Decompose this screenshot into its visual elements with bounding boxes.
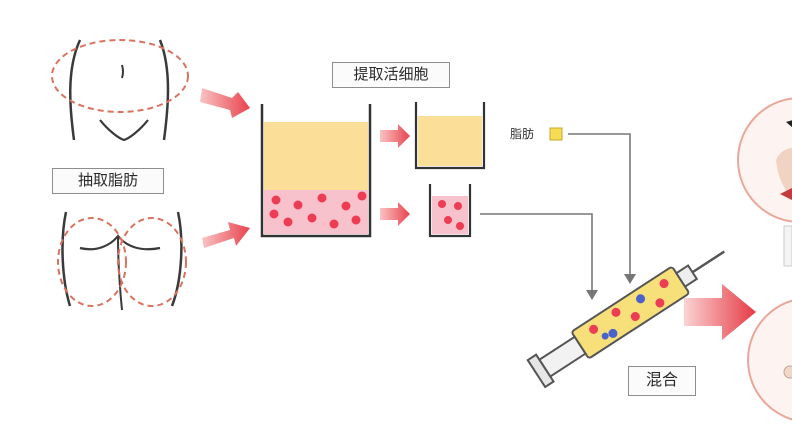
syringe-icon bbox=[526, 250, 725, 389]
fat-layer bbox=[264, 122, 368, 190]
arrow-buttocks-to-beaker bbox=[202, 222, 250, 248]
cell-layer bbox=[264, 190, 368, 234]
cell-dots bbox=[269, 191, 367, 229]
buttocks-right-outline bbox=[170, 211, 183, 307]
buttocks-icon bbox=[57, 211, 187, 311]
abdomen-right-outline bbox=[158, 39, 170, 141]
result-image-top bbox=[737, 97, 792, 223]
arrow-to-cell-container bbox=[380, 202, 410, 226]
arrow-to-result bbox=[684, 284, 756, 340]
extract-fat-label: 抽取脂肪 bbox=[52, 168, 164, 194]
arrow-to-fat-container bbox=[380, 124, 410, 148]
connector-fat-arrowhead bbox=[624, 274, 636, 284]
buttocks-left-outline bbox=[61, 211, 72, 307]
cell-container-icon bbox=[428, 184, 472, 238]
result-caption-edge bbox=[783, 225, 792, 267]
connector-cell-arrowhead bbox=[586, 290, 598, 300]
beaker-outline bbox=[260, 104, 372, 238]
large-beaker-icon bbox=[260, 104, 372, 238]
result-image-bottom bbox=[747, 299, 792, 421]
navel bbox=[121, 64, 124, 79]
extract-live-cells-label: 提取活细胞 bbox=[332, 62, 450, 88]
buttocks-dashed-right bbox=[117, 217, 187, 307]
abdomen-left-outline bbox=[68, 39, 82, 141]
fat-container-icon bbox=[414, 102, 486, 170]
fat-label: 脂肪 bbox=[510, 127, 535, 141]
mix-label: 混合 bbox=[628, 366, 696, 396]
connector-fat-line bbox=[568, 133, 631, 276]
connector-cell-line bbox=[480, 213, 593, 292]
buttocks-dashed-left bbox=[57, 217, 127, 307]
fat-marker-square bbox=[549, 127, 563, 141]
abdomen-dashed-area bbox=[51, 39, 189, 113]
arrow-abdomen-to-beaker bbox=[200, 88, 250, 118]
abdomen-groin-line bbox=[99, 119, 149, 142]
abdomen-icon bbox=[51, 39, 189, 142]
